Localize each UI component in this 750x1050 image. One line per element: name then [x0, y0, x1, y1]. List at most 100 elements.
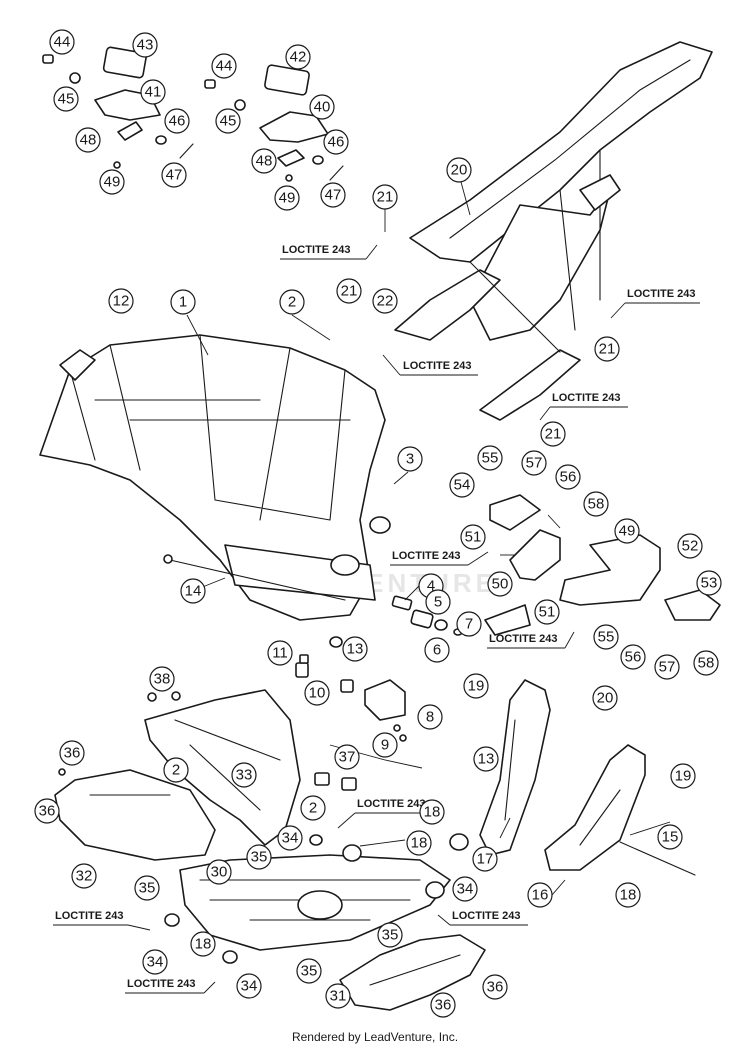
svg-text:51: 51	[465, 529, 482, 546]
loctite-note-2: LOCTITE 243	[403, 360, 471, 372]
callout-36a: 36	[59, 740, 85, 766]
svg-text:51: 51	[539, 604, 556, 621]
callout-34d: 34	[236, 973, 262, 999]
loctite-note-3: LOCTITE 243	[627, 288, 695, 300]
subframe	[394, 41, 713, 421]
svg-text:46: 46	[328, 134, 345, 151]
svg-text:7: 7	[465, 616, 473, 633]
callout-35a: 35	[246, 844, 272, 870]
svg-text:3: 3	[406, 451, 414, 468]
svg-text:50: 50	[492, 576, 509, 593]
callout-6: 6	[424, 637, 450, 663]
svg-text:47: 47	[166, 167, 183, 184]
svg-text:58: 58	[698, 655, 715, 672]
callout-41: 41	[140, 79, 166, 105]
svg-text:30: 30	[211, 864, 228, 881]
svg-text:19: 19	[468, 678, 485, 695]
callout-58a: 57	[521, 450, 547, 476]
callout-16: 16	[527, 882, 553, 908]
svg-text:38: 38	[154, 671, 171, 688]
svg-text:2: 2	[172, 762, 180, 779]
svg-text:2: 2	[309, 800, 317, 817]
callout-34b: 34	[452, 876, 478, 902]
main-frame	[39, 334, 391, 621]
svg-text:58: 58	[588, 496, 605, 513]
callout-44b: 46	[323, 129, 349, 155]
svg-text:20: 20	[597, 690, 614, 707]
callout-40: 40	[309, 94, 335, 120]
svg-text:17: 17	[477, 851, 494, 868]
callout-23: 22	[372, 288, 398, 314]
svg-text:18: 18	[424, 804, 441, 821]
callout-57b: 56	[620, 644, 646, 670]
svg-text:49: 49	[104, 174, 121, 191]
svg-text:13: 13	[347, 641, 364, 658]
svg-text:48: 48	[256, 153, 273, 170]
svg-text:37: 37	[339, 749, 356, 766]
callout-54: 53	[696, 570, 722, 596]
callout-2a: 2	[279, 289, 305, 315]
leader-lines	[186, 181, 671, 896]
callout-47: 43	[132, 32, 158, 58]
callout-36b: 36	[34, 798, 60, 824]
svg-text:33: 33	[236, 767, 253, 784]
callout-2b: 2	[163, 757, 189, 783]
callout-19b: 19	[670, 763, 696, 789]
svg-text:6: 6	[433, 642, 441, 659]
callout-5: 5	[425, 589, 451, 615]
callout-18c: 18	[615, 882, 641, 908]
callout-19a: 19	[463, 673, 489, 699]
svg-text:57: 57	[659, 659, 676, 676]
svg-text:10: 10	[309, 685, 326, 702]
side-panel	[44, 768, 216, 861]
callout-31: 31	[325, 983, 351, 1009]
svg-text:31: 31	[330, 988, 347, 1005]
callout-51: 50	[487, 571, 513, 597]
svg-text:19: 19	[675, 768, 692, 785]
callout-45a: 47	[161, 162, 187, 188]
footrest-group-right	[204, 64, 344, 182]
callout-35c: 35	[377, 922, 403, 948]
callout-43a: 45	[53, 86, 79, 112]
callout-52a: 51	[460, 524, 486, 550]
callout-15: 15	[657, 824, 683, 850]
svg-text:18: 18	[620, 887, 637, 904]
loctite-note-5: LOCTITE 243	[392, 550, 460, 562]
skid-plate-31	[339, 934, 486, 1011]
svg-text:12: 12	[113, 293, 130, 310]
svg-text:34: 34	[282, 830, 299, 847]
callout-34a: 34	[277, 825, 303, 851]
callout-57a: 56	[555, 464, 581, 490]
callout-13b: 13	[473, 746, 499, 772]
svg-text:53: 53	[701, 575, 718, 592]
callout-44a: 46	[164, 108, 190, 134]
svg-text:56: 56	[560, 469, 577, 486]
svg-text:56: 56	[625, 649, 642, 666]
footrest-bracket	[484, 494, 721, 636]
svg-text:1: 1	[179, 294, 187, 311]
svg-text:22: 22	[377, 293, 394, 310]
callout-52b: 51	[534, 599, 560, 625]
loctite-notes: LOCTITE 243 LOCTITE 243 LOCTITE 243 LOCT…	[53, 244, 700, 994]
callout-48a: 48	[75, 127, 101, 153]
callout-30: 30	[206, 859, 232, 885]
callout-14: 14	[180, 578, 206, 604]
svg-text:48: 48	[80, 132, 97, 149]
footrest-group-left	[42, 46, 194, 169]
callout-21: 20	[446, 157, 472, 183]
callout-9: 9	[372, 732, 398, 758]
callout-10: 10	[304, 680, 330, 706]
callout-12: 12	[108, 288, 134, 314]
callout-49b: 49	[274, 185, 300, 211]
callout-37: 37	[334, 744, 360, 770]
svg-text:21: 21	[341, 283, 358, 300]
callout-55: 54	[449, 472, 475, 498]
callout-17: 17	[472, 846, 498, 872]
callout-58b: 57	[654, 654, 680, 680]
footer-credit: Rendered by LeadVenture, Inc.	[291, 1030, 459, 1044]
callout-56b: 55	[593, 624, 619, 650]
svg-text:44: 44	[54, 34, 71, 51]
callout-49a: 49	[99, 169, 125, 195]
svg-text:34: 34	[457, 881, 474, 898]
svg-text:5: 5	[434, 594, 442, 611]
